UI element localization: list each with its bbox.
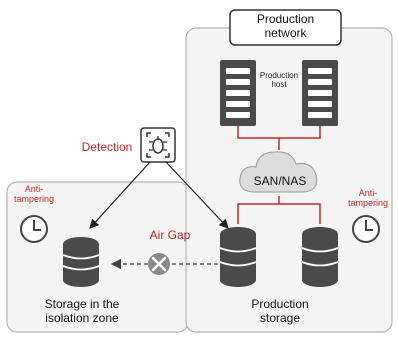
clock-icon-right xyxy=(352,215,380,243)
anti-tampering-label-left: Anti- tampering xyxy=(13,184,55,205)
anti-tampering-label-right: Anti- tampering xyxy=(347,188,389,209)
database-icon-isolation xyxy=(62,237,100,287)
air-gap-x-icon xyxy=(148,253,170,275)
cloud-icon xyxy=(239,151,318,193)
production-host-label: Production host xyxy=(259,71,299,90)
arrow-to-isolation-storage xyxy=(89,161,151,229)
san-nas-label: SAN/NAS xyxy=(253,174,307,188)
air-gap-label: Air Gap xyxy=(149,228,191,242)
database-icon-production-left xyxy=(219,227,257,287)
isolation-storage-label: Storage in the isolation zone xyxy=(44,297,120,325)
database-icon-production-right xyxy=(301,227,339,287)
production-network-box xyxy=(229,9,342,46)
production-storage-label: Production storage xyxy=(251,297,309,325)
network-links xyxy=(237,126,321,224)
detection-label: Detection xyxy=(81,140,133,154)
production-network-title: Production network xyxy=(256,12,315,40)
arrow-to-production-storage xyxy=(165,161,229,229)
detection-scanner-icon xyxy=(140,127,176,163)
server-icon-left xyxy=(220,60,256,126)
clock-icon-left xyxy=(20,215,48,243)
server-icon-right xyxy=(302,60,338,126)
